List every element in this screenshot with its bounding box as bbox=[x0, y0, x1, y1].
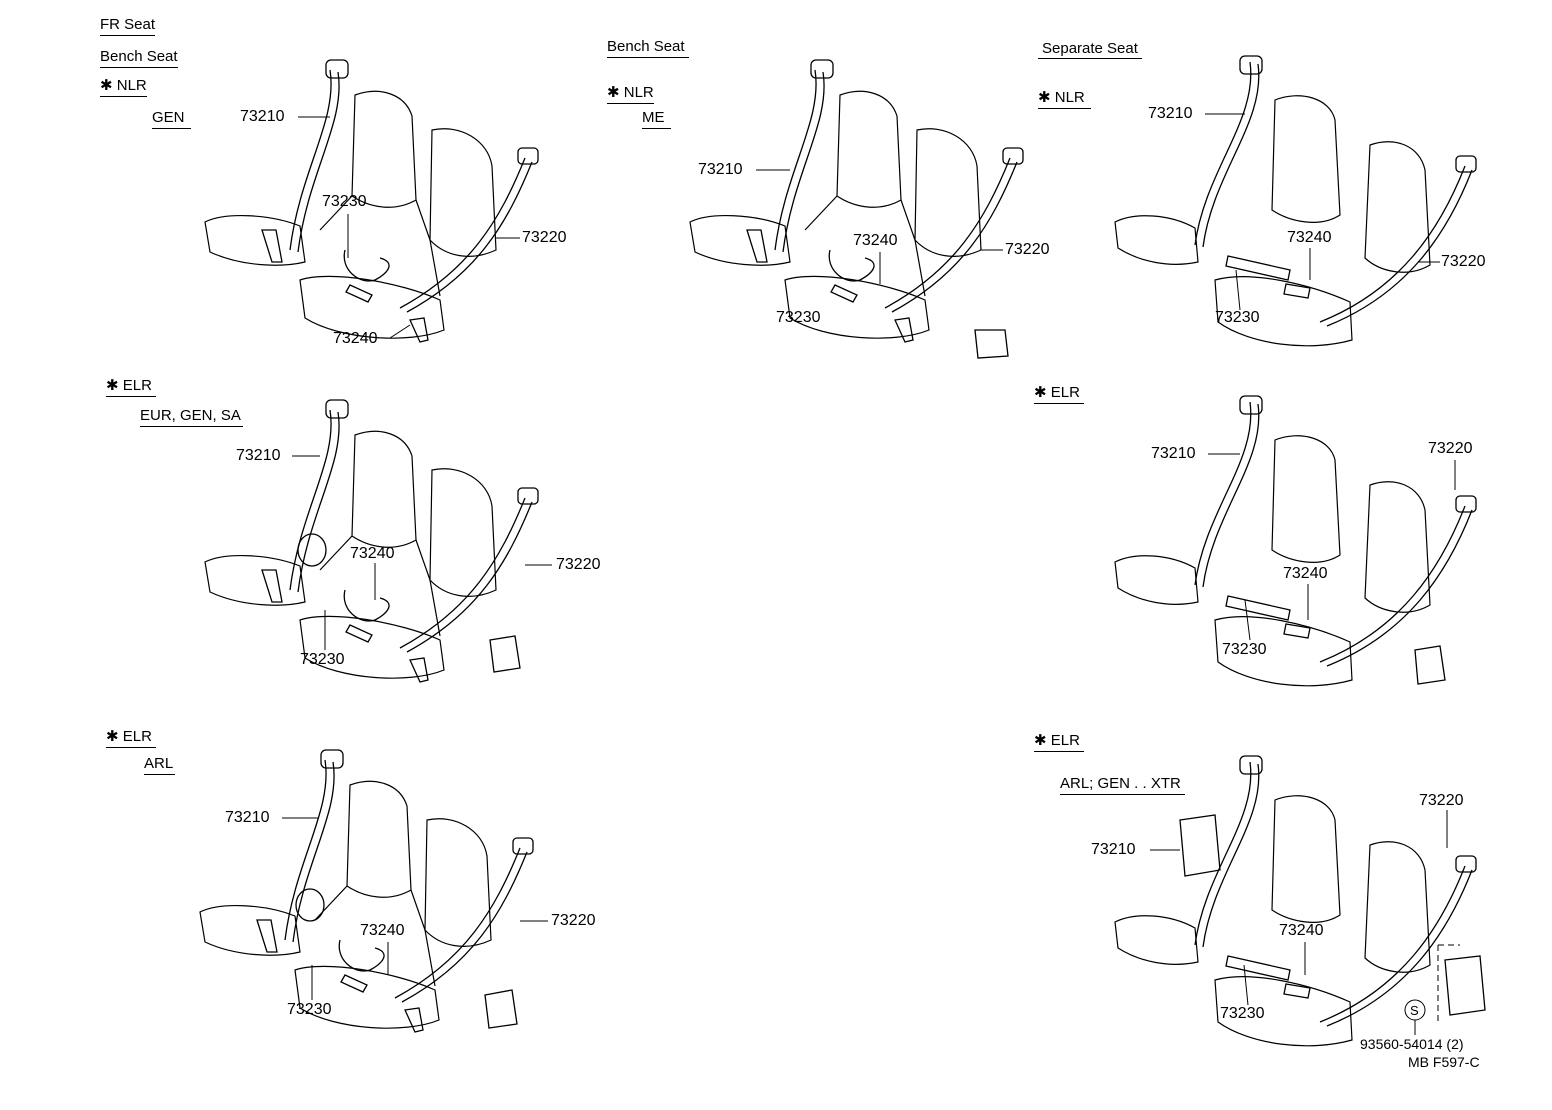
elr-label: ✱ ELR bbox=[1034, 384, 1084, 404]
part-number-73210: 73210 bbox=[1151, 445, 1196, 462]
nlr-label: ✱ NLR bbox=[607, 84, 654, 104]
retractor-icon bbox=[1414, 645, 1446, 685]
part-number-73230: 73230 bbox=[1220, 1005, 1265, 1022]
part-number-73220: 73220 bbox=[1419, 792, 1464, 809]
fr-seat-label: FR Seat bbox=[100, 16, 156, 36]
part-number-73240: 73240 bbox=[350, 545, 395, 562]
retractor-icon bbox=[297, 533, 327, 567]
bench-seat-icon bbox=[199, 749, 534, 1033]
retractor-icon bbox=[489, 635, 521, 673]
part-number-73240: 73240 bbox=[360, 922, 405, 939]
part-number-73230: 73230 bbox=[1215, 309, 1260, 326]
part-number-73240: 73240 bbox=[1279, 922, 1324, 939]
bench-seat-label: Bench Seat bbox=[100, 48, 178, 68]
part-number-73220: 73220 bbox=[1428, 440, 1473, 457]
part-number-73220: 73220 bbox=[551, 912, 596, 929]
part-number-73240: 73240 bbox=[333, 330, 378, 347]
separate-seat-icon bbox=[1114, 55, 1477, 347]
part-number-73210: 73210 bbox=[1148, 105, 1193, 122]
retractor-icon bbox=[484, 989, 518, 1029]
bench-seat-icon bbox=[689, 59, 1024, 343]
elr-label: ✱ ELR bbox=[1034, 732, 1084, 752]
s-symbol: S bbox=[1410, 1003, 1419, 1018]
retractor-icon bbox=[1179, 814, 1221, 877]
part-number-73210: 73210 bbox=[236, 447, 281, 464]
part-number-73240: 73240 bbox=[1283, 565, 1328, 582]
part-number-73230: 73230 bbox=[322, 193, 367, 210]
elr-label: ✱ ELR bbox=[106, 377, 156, 397]
separate-seat-label: Separate Seat bbox=[1038, 40, 1142, 59]
part-number-73220: 73220 bbox=[1441, 253, 1486, 270]
part-number-73230: 73230 bbox=[300, 651, 345, 668]
part-number-73230: 73230 bbox=[287, 1001, 332, 1018]
part-number-73220: 73220 bbox=[556, 556, 601, 573]
part-number-73240: 73240 bbox=[1287, 229, 1332, 246]
part-number-73220: 73220 bbox=[1005, 241, 1050, 258]
part-number-73210: 73210 bbox=[225, 809, 270, 826]
bench-seat-label: Bench Seat bbox=[607, 38, 689, 58]
part-number-73230: 73230 bbox=[1222, 641, 1267, 658]
me-label: ME bbox=[642, 109, 671, 129]
nlr-label: ✱ NLR bbox=[1038, 89, 1091, 109]
drawing-code: MB F597-C bbox=[1408, 1054, 1480, 1070]
retractor-icon bbox=[295, 888, 325, 922]
region-label: EUR, GEN, SA bbox=[140, 407, 243, 427]
bench-seat-icon bbox=[204, 59, 539, 343]
elr-label: ✱ ELR bbox=[106, 728, 156, 748]
part-number-73230: 73230 bbox=[776, 309, 821, 326]
part-number-93560-54014: 93560-54014 (2) bbox=[1360, 1036, 1464, 1052]
nlr-label: ✱ NLR bbox=[100, 77, 147, 97]
separate-seat-icon bbox=[1114, 395, 1477, 687]
part-number-73210: 73210 bbox=[1091, 841, 1136, 858]
part-number-73210: 73210 bbox=[698, 161, 743, 178]
retractor-icon bbox=[1444, 955, 1486, 1016]
part-number-73220: 73220 bbox=[522, 229, 567, 246]
bench-seat-icon bbox=[204, 399, 539, 683]
part-number-73210: 73210 bbox=[240, 108, 285, 125]
retractor-icon bbox=[974, 329, 1009, 359]
part-number-73240: 73240 bbox=[853, 232, 898, 249]
arl-label: ARL bbox=[144, 755, 176, 775]
gen-label: GEN bbox=[152, 109, 191, 129]
leader-lines bbox=[282, 113, 1456, 1006]
variant-label: ARL; GEN . . XTR bbox=[1060, 775, 1185, 795]
